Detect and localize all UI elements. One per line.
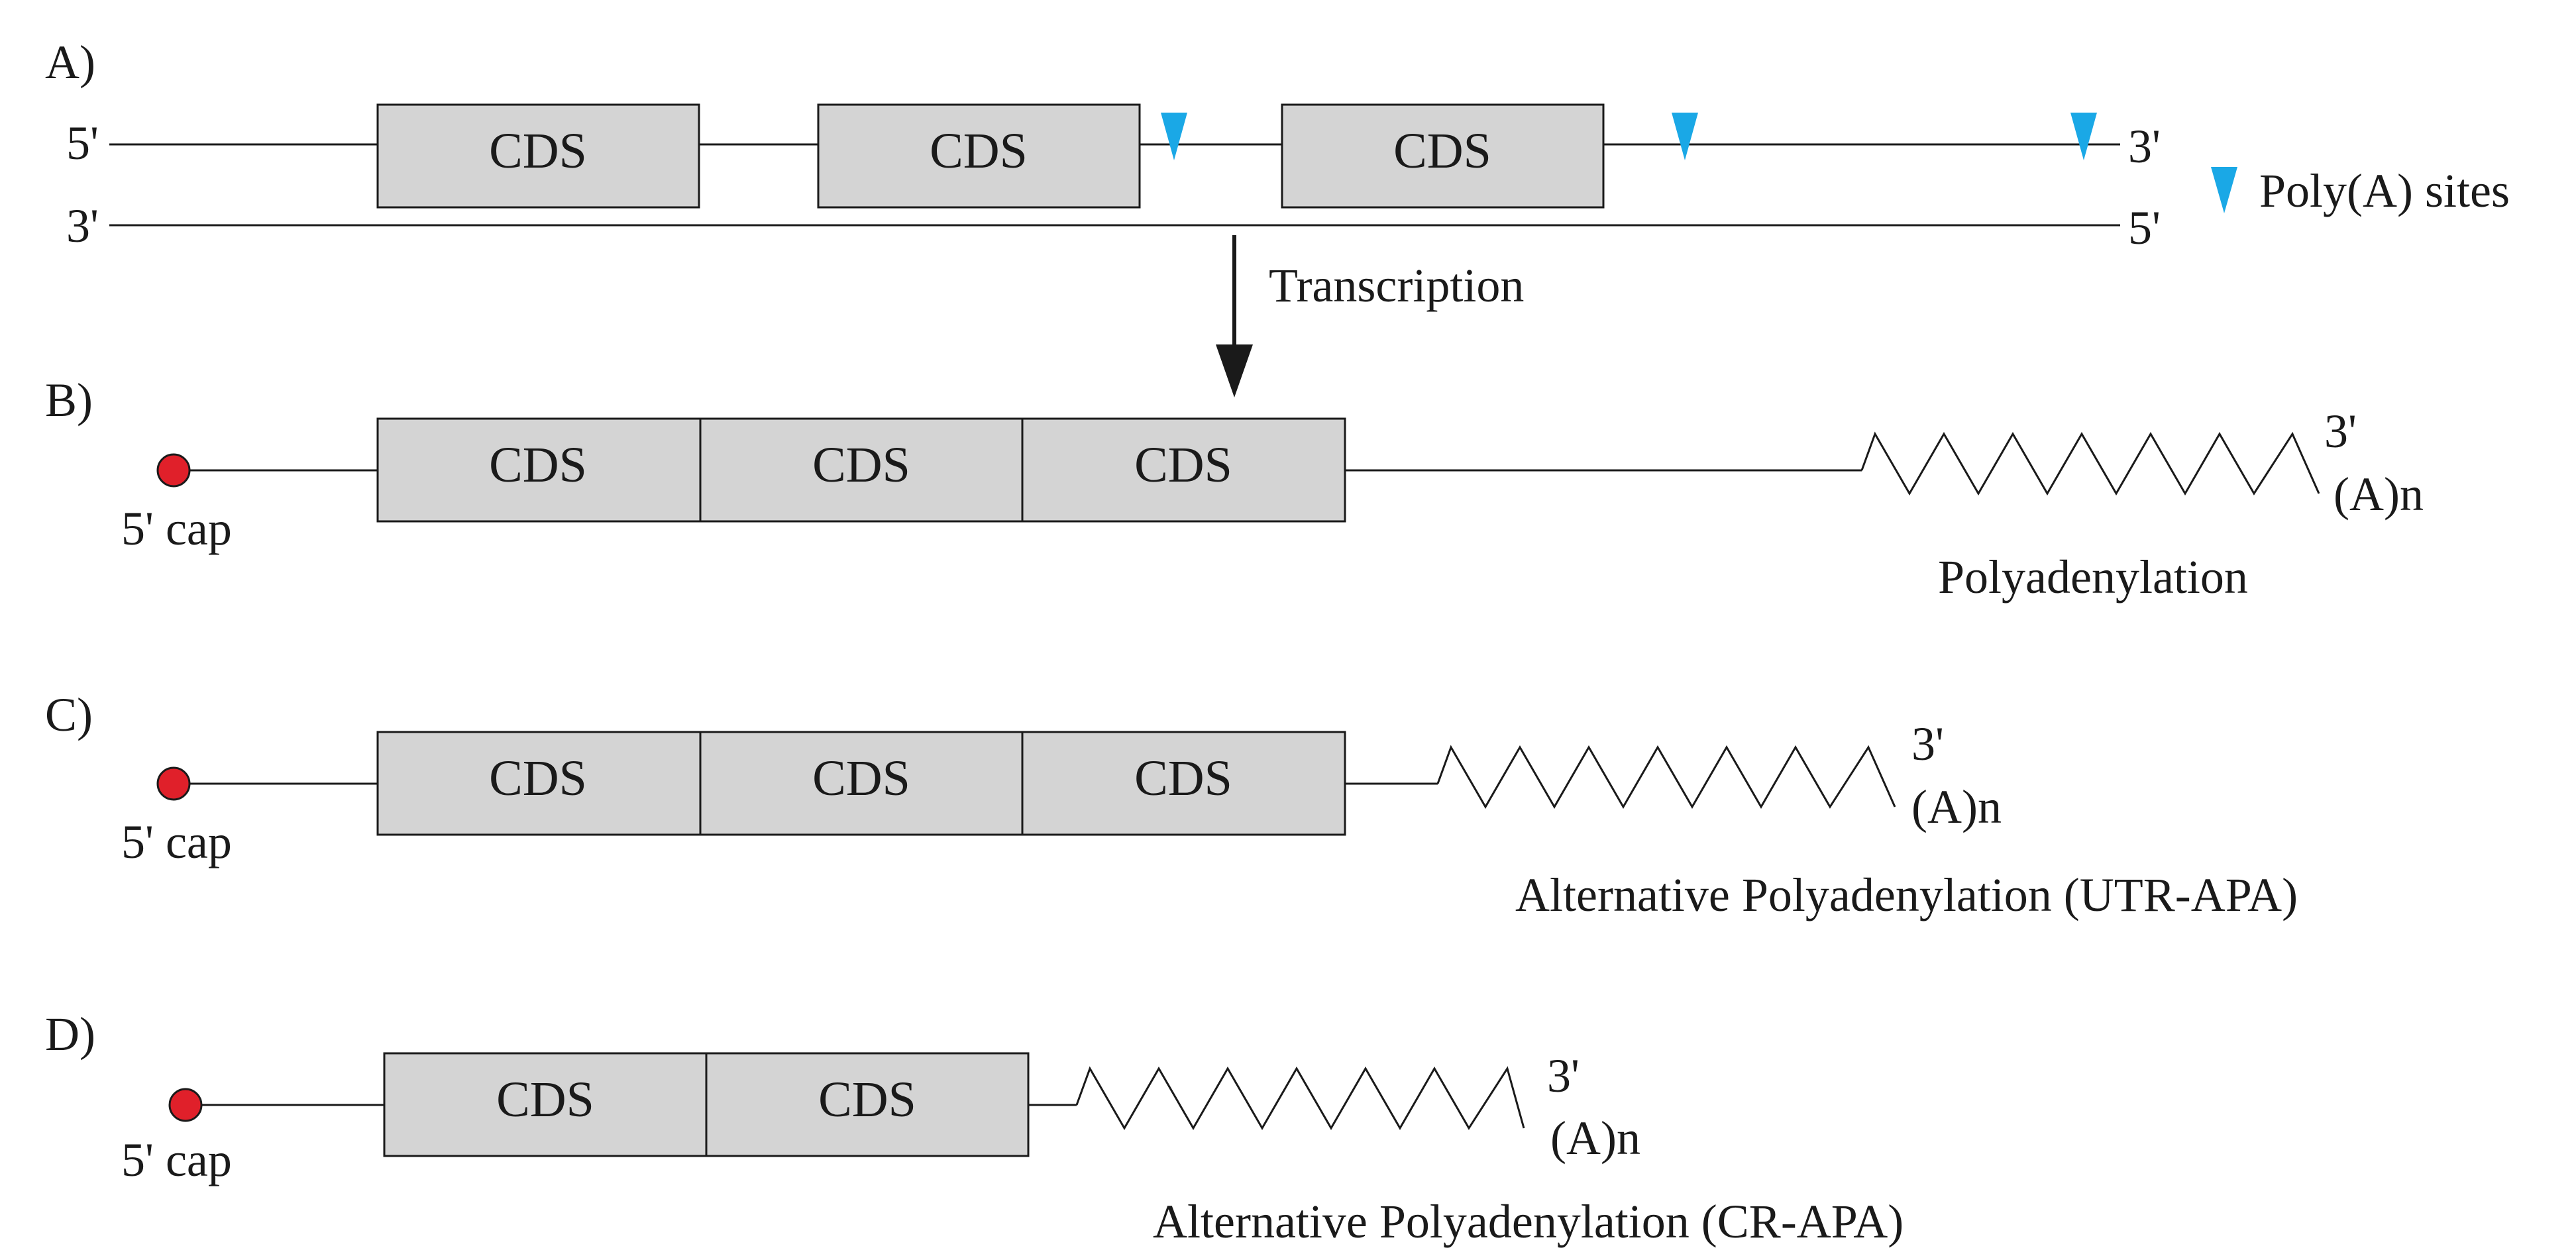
- tail-polya-label: (A)n: [2334, 468, 2424, 521]
- caption-utr-apa: Alternative Polyadenylation (UTR-APA): [1515, 868, 2298, 921]
- tail-polya-label: (A)n: [1911, 780, 2002, 833]
- cds-exon-1: CDS: [376, 103, 700, 209]
- caption-cr-apa: Alternative Polyadenylation (CR-APA): [1153, 1195, 1904, 1248]
- tail-polya-label: (A)n: [1550, 1112, 1640, 1165]
- cds-exon-2: CDS: [817, 103, 1141, 209]
- tail-3prime-label: 3': [1547, 1049, 1580, 1102]
- polya-site-marker: [1672, 113, 1698, 160]
- polya-site-marker: [1161, 113, 1187, 160]
- poly-a-tail: [1436, 745, 1896, 809]
- cds-label: CDS: [930, 123, 1028, 179]
- cds-exon-3: CDS: [1281, 103, 1605, 209]
- bottom-strand-5prime: 5': [2128, 201, 2161, 254]
- polya-legend-marker: [2211, 167, 2237, 213]
- tail-3prime-label: 3': [1911, 717, 1944, 770]
- 5prime-cap-marker: [156, 453, 191, 488]
- cds-label: CDS: [489, 123, 587, 179]
- cap-label: 5' cap: [121, 502, 232, 555]
- cds-label: CDS: [812, 437, 910, 493]
- 5prime-cap-marker: [168, 1088, 203, 1122]
- cds-label: CDS: [1134, 751, 1232, 806]
- panel-c-label: C): [45, 688, 93, 741]
- poly-a-tail: [1075, 1066, 1525, 1130]
- cds-label: CDS: [1393, 123, 1491, 179]
- cds-label: CDS: [1134, 437, 1232, 493]
- cds-label: CDS: [496, 1072, 594, 1127]
- cds-label: CDS: [489, 437, 587, 493]
- top-strand-5prime: 5': [66, 117, 99, 170]
- 5prime-cap-marker: [156, 766, 191, 801]
- panel-c: C) 5' cap CDS CDS CDS 3' (A)n Alternativ…: [45, 688, 2298, 921]
- cds-label: CDS: [489, 751, 587, 806]
- poly-a-tail: [1860, 431, 2320, 496]
- transcription-label: Transcription: [1269, 259, 1524, 312]
- cds-region: [376, 417, 1346, 523]
- bottom-strand-3prime: 3': [66, 199, 99, 252]
- transcription-arrow: Transcription: [1216, 235, 1524, 397]
- caption-polyadenylation: Polyadenylation: [1938, 550, 2248, 603]
- tail-3prime-label: 3': [2324, 405, 2357, 458]
- panel-b-label: B): [45, 374, 93, 427]
- panel-b: B) 5' cap CDS CDS CDS 3' (A)n Polyadenyl…: [45, 374, 2424, 603]
- top-strand-3prime: 3': [2128, 120, 2161, 173]
- cap-label: 5' cap: [121, 815, 232, 868]
- panel-a-label: A): [45, 36, 95, 89]
- cds-label: CDS: [812, 751, 910, 806]
- cap-label: 5' cap: [121, 1133, 232, 1186]
- cds-label: CDS: [818, 1072, 916, 1127]
- panel-a: A) 5' 3' 3' 5' CDS CDS CDS Poly(A) sites: [45, 36, 2510, 254]
- legend-label: Poly(A) sites: [2259, 164, 2510, 217]
- panel-d: D) 5' cap CDS CDS 3' (A)n Alternative Po…: [45, 1008, 1904, 1248]
- arrow-head: [1216, 344, 1253, 397]
- polya-site-marker: [2070, 113, 2097, 160]
- panel-d-label: D): [45, 1008, 95, 1061]
- legend: Poly(A) sites: [2211, 164, 2510, 217]
